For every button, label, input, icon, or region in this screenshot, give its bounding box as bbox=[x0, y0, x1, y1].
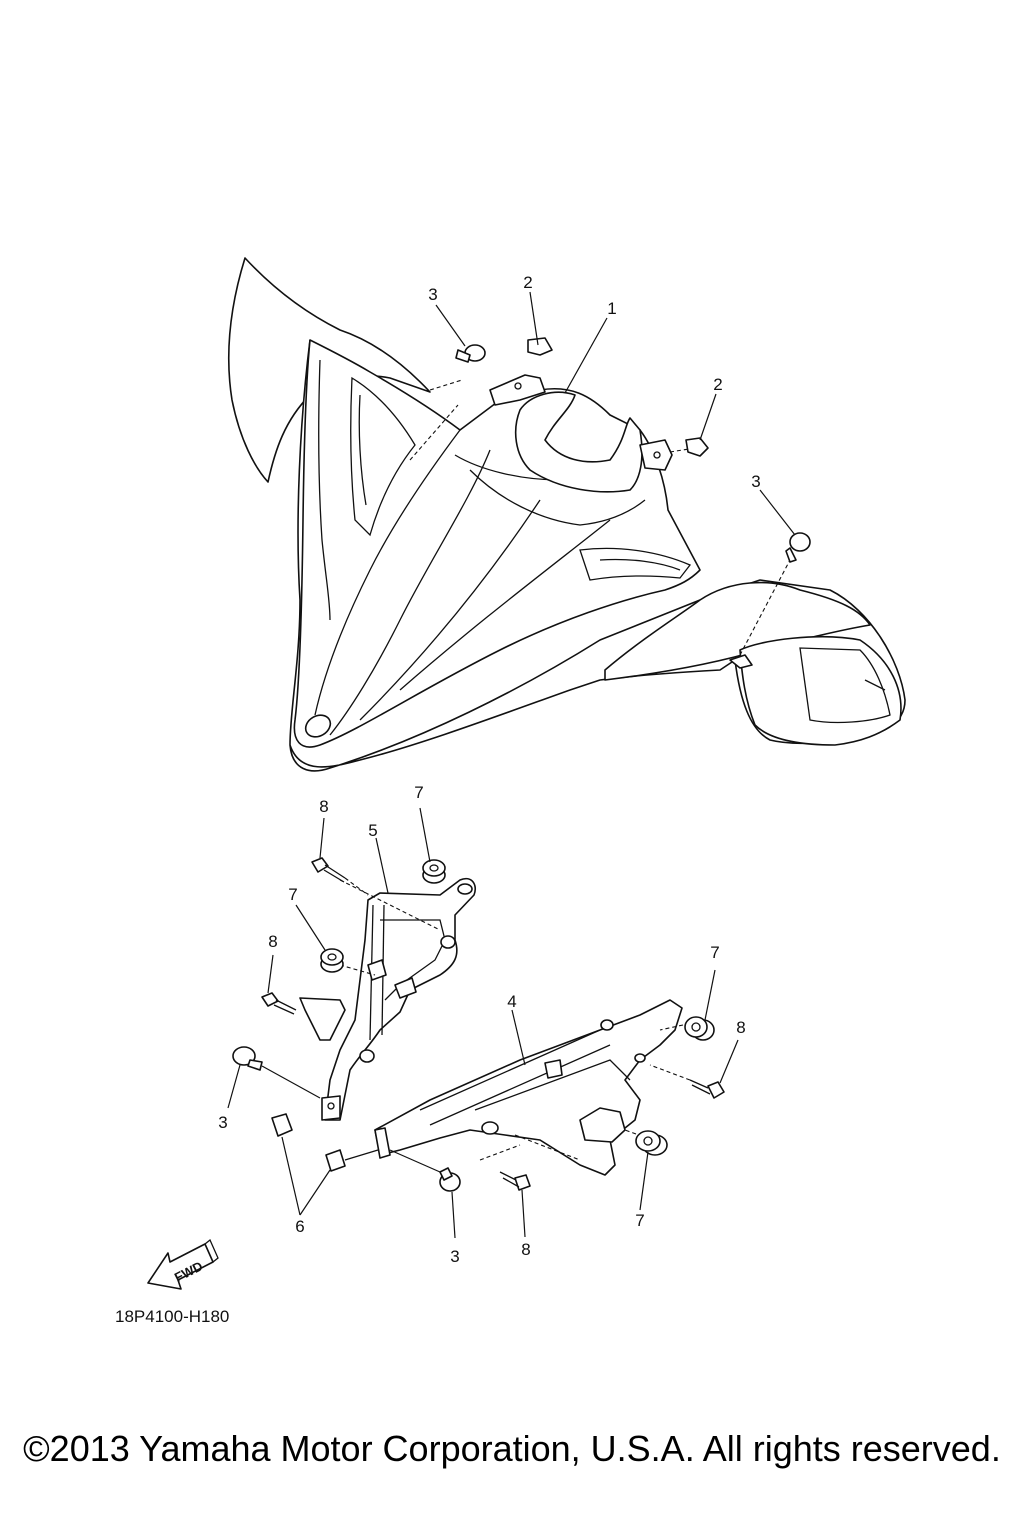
callout-7-left: 7 bbox=[288, 885, 297, 904]
callout-8-lower: 8 bbox=[521, 1240, 530, 1259]
callout-3-lower-center: 3 bbox=[450, 1247, 459, 1266]
bracket-5 bbox=[299, 877, 476, 1121]
grommet-upper bbox=[422, 859, 446, 884]
callout-3-upper-left: 3 bbox=[428, 285, 437, 304]
nut-clip-upper-right bbox=[685, 437, 709, 457]
callout-7-upper: 7 bbox=[414, 783, 423, 802]
callout-3-upper-right: 3 bbox=[751, 472, 760, 491]
rivet-lower-left bbox=[232, 1046, 263, 1071]
rivet-upper-right bbox=[785, 532, 811, 563]
callout-1: 1 bbox=[607, 299, 616, 318]
grommet-right-lower bbox=[635, 1130, 668, 1156]
callout-8-right: 8 bbox=[736, 1018, 745, 1037]
callout-3-lower-left: 3 bbox=[218, 1113, 227, 1132]
rivet-upper-left bbox=[455, 344, 486, 363]
callout-numbers: 1 2 2 3 3 3 3 4 5 6 7 7 7 7 8 8 8 8 bbox=[218, 273, 760, 1266]
callout-2-right: 2 bbox=[713, 375, 722, 394]
bracket-4 bbox=[374, 999, 683, 1176]
nut-clip-upper-left bbox=[527, 337, 553, 356]
grommet-right-upper bbox=[684, 1016, 715, 1041]
callout-5: 5 bbox=[368, 821, 377, 840]
rivet-lower-center bbox=[439, 1167, 461, 1192]
fwd-arrow-icon: FWD bbox=[147, 1238, 219, 1290]
clip-right bbox=[325, 1149, 346, 1172]
callout-8-left: 8 bbox=[268, 932, 277, 951]
upper-fasteners bbox=[455, 337, 811, 563]
bolt-lower bbox=[499, 1171, 531, 1191]
callout-7-right: 7 bbox=[710, 943, 719, 962]
lower-fasteners bbox=[232, 1046, 461, 1192]
bolts bbox=[261, 857, 725, 1191]
copyright-notice: ©2013 Yamaha Motor Corporation, U.S.A. A… bbox=[23, 1428, 1001, 1469]
leader-lines bbox=[227, 291, 796, 1239]
callout-8-upper: 8 bbox=[319, 797, 328, 816]
callout-7-lower: 7 bbox=[635, 1211, 644, 1230]
clip-left bbox=[271, 1113, 293, 1137]
callout-2-left: 2 bbox=[523, 273, 532, 292]
diagram-code: 18P4100-H180 bbox=[115, 1307, 229, 1326]
grommets bbox=[320, 859, 715, 1156]
bolt-upper bbox=[311, 857, 346, 883]
callout-6: 6 bbox=[295, 1217, 304, 1236]
front-fender bbox=[228, 257, 906, 772]
bolt-left bbox=[261, 992, 297, 1015]
callout-4: 4 bbox=[507, 992, 516, 1011]
bolt-right bbox=[689, 1079, 725, 1099]
grommet-left bbox=[320, 948, 344, 973]
